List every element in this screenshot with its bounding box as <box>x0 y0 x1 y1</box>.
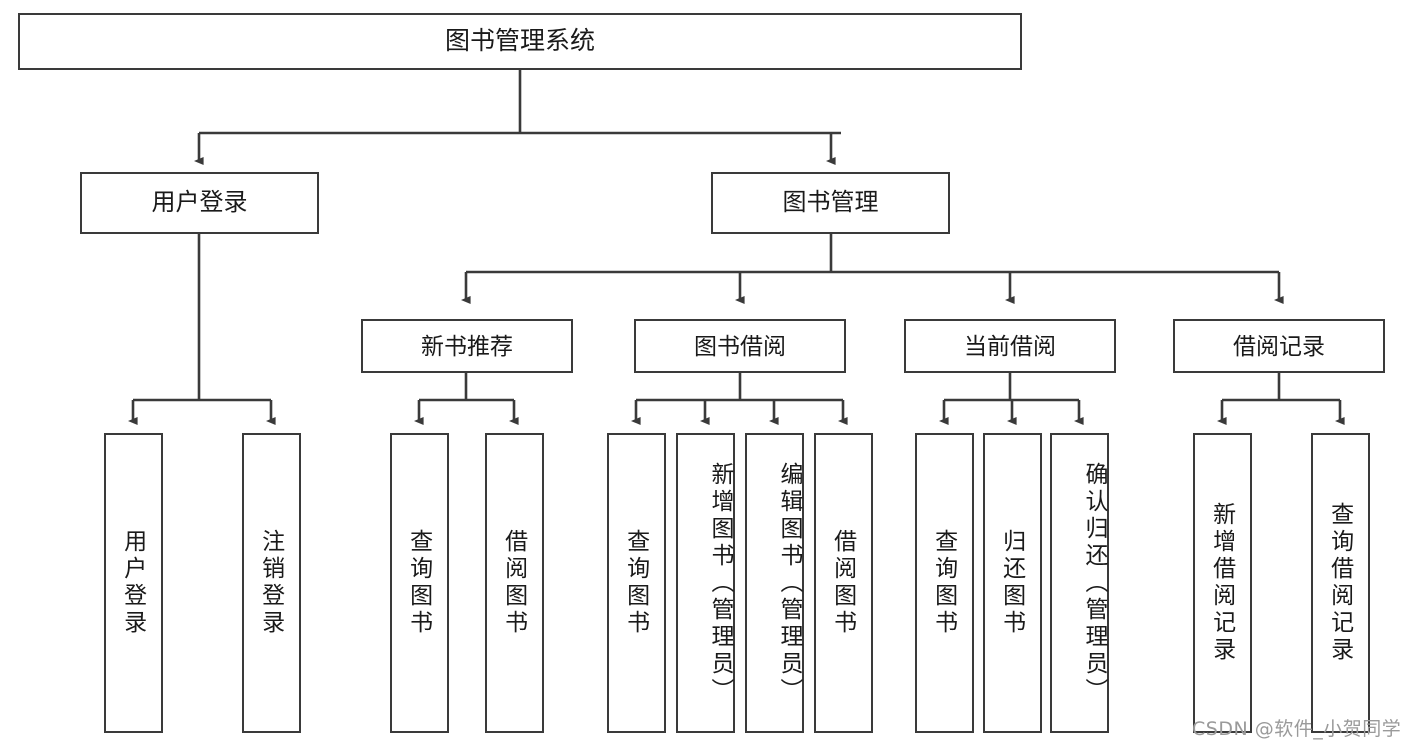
node-root[interactable]: 图书管理系统 <box>18 13 1022 70</box>
node-book-manage[interactable]: 图书管理 <box>711 172 950 234</box>
leaf-add-borrow-record-label: 新增借阅记录 <box>1209 502 1236 664</box>
node-borrow-record-label: 借阅记录 <box>1233 332 1325 359</box>
leaf-query-book-3-label: 查询图书 <box>931 529 958 637</box>
leaf-borrow-book-2[interactable]: 借阅图书 <box>814 433 873 733</box>
leaf-borrow-book-1[interactable]: 借阅图书 <box>485 433 544 733</box>
node-borrow-record[interactable]: 借阅记录 <box>1173 319 1385 373</box>
leaf-query-borrow-record[interactable]: 查询借阅记录 <box>1311 433 1370 733</box>
leaf-edit-book[interactable]: 编辑图书（管理员） <box>745 433 804 733</box>
leaf-edit-book-label: 编辑图书（管理员） <box>777 461 803 705</box>
watermark: CSDN @软件_小贺同学 <box>1192 718 1402 740</box>
leaf-confirm-return-label: 确认归还（管理员） <box>1082 461 1108 705</box>
leaf-query-book-1-label: 查询图书 <box>406 529 433 637</box>
leaf-borrow-book-1-label: 借阅图书 <box>501 529 528 637</box>
leaf-user-login[interactable]: 用户登录 <box>104 433 163 733</box>
leaf-query-book-2[interactable]: 查询图书 <box>607 433 666 733</box>
node-current-borrow-label: 当前借阅 <box>964 332 1056 359</box>
node-book-borrow[interactable]: 图书借阅 <box>634 319 846 373</box>
node-book-manage-label: 图书管理 <box>782 189 879 217</box>
leaf-query-book-1[interactable]: 查询图书 <box>390 433 449 733</box>
leaf-query-book-2-label: 查询图书 <box>623 529 650 637</box>
leaf-query-book-3[interactable]: 查询图书 <box>915 433 974 733</box>
node-new-book-recommend[interactable]: 新书推荐 <box>361 319 573 373</box>
leaf-add-book[interactable]: 新增图书（管理员） <box>676 433 735 733</box>
leaf-add-borrow-record[interactable]: 新增借阅记录 <box>1193 433 1252 733</box>
node-root-label: 图书管理系统 <box>444 27 595 56</box>
node-new-book-recommend-label: 新书推荐 <box>421 332 513 359</box>
leaf-return-book[interactable]: 归还图书 <box>983 433 1042 733</box>
leaf-add-book-label: 新增图书（管理员） <box>708 461 734 705</box>
leaf-borrow-book-2-label: 借阅图书 <box>830 529 857 637</box>
leaf-return-book-label: 归还图书 <box>999 529 1026 637</box>
leaf-user-logout-label: 注销登录 <box>258 529 285 637</box>
leaf-user-logout[interactable]: 注销登录 <box>242 433 301 733</box>
node-user-login[interactable]: 用户登录 <box>80 172 319 234</box>
node-book-borrow-label: 图书借阅 <box>694 332 786 359</box>
leaf-user-login-label: 用户登录 <box>120 529 147 637</box>
leaf-query-borrow-record-label: 查询借阅记录 <box>1327 502 1354 664</box>
node-current-borrow[interactable]: 当前借阅 <box>904 319 1116 373</box>
leaf-confirm-return[interactable]: 确认归还（管理员） <box>1050 433 1109 733</box>
node-user-login-label: 用户登录 <box>151 189 248 217</box>
